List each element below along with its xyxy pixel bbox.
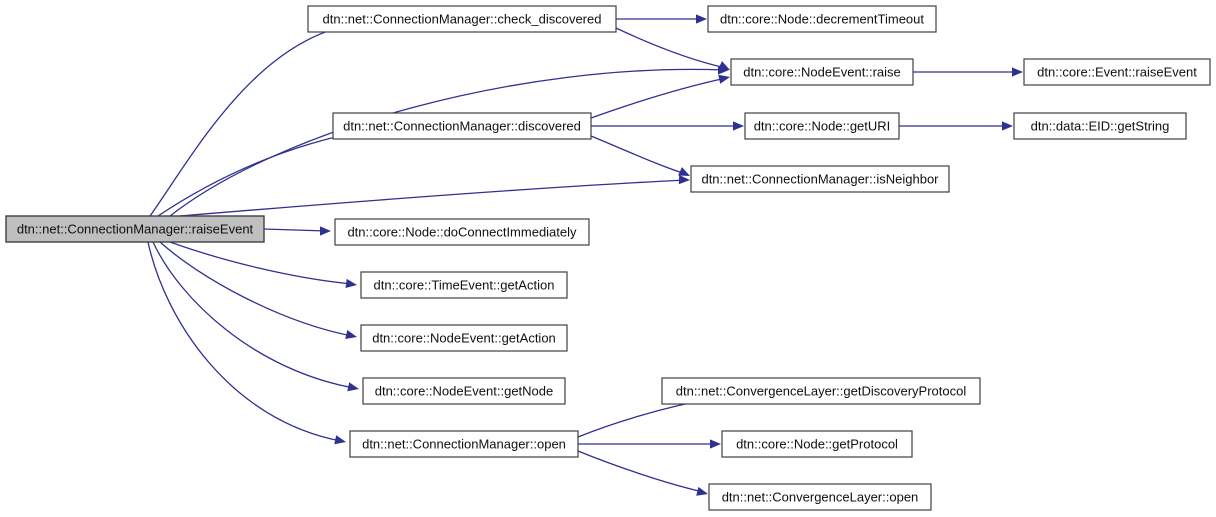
edge-open-to-clOpen — [577, 450, 708, 496]
arrowhead-icon — [345, 278, 357, 289]
node-getURI[interactable]: dtn::core::Node::getURI — [744, 112, 900, 140]
arrowhead-icon — [1002, 121, 1013, 131]
node-nodeEventGetNode[interactable]: dtn::core::NodeEvent::getNode — [362, 377, 566, 405]
node-box-eventRaiseEvent[interactable] — [1023, 58, 1211, 86]
arrowhead-icon — [718, 61, 730, 70]
node-doConnectImmediately[interactable]: dtn::core::Node::doConnectImmediately — [334, 218, 590, 246]
node-eventRaiseEvent[interactable]: dtn::core::Event::raiseEvent — [1023, 58, 1211, 86]
arrowhead-icon — [718, 74, 730, 84]
arrowhead-icon — [696, 14, 707, 24]
arrowhead-icon — [678, 175, 690, 185]
node-box-nodeEventGetAction[interactable] — [360, 324, 568, 352]
edge-raiseEvent-to-nodeEventGetAction — [159, 241, 357, 340]
edge-discovered-to-getURI — [591, 121, 744, 131]
edge-raiseEvent-to-doConnectImmediately — [263, 226, 331, 236]
node-timeEventGetAction[interactable]: dtn::core::TimeEvent::getAction — [360, 271, 568, 299]
arrowhead-icon — [1012, 67, 1023, 77]
node-box-getURI[interactable] — [744, 112, 900, 140]
edge-raiseEvent-to-timeEventGetAction — [169, 241, 357, 289]
arrowhead-icon — [696, 486, 708, 496]
node-box-timeEventGetAction[interactable] — [360, 271, 568, 299]
edge-discovered-to-nodeEventRaise — [590, 74, 730, 119]
node-box-doConnectImmediately[interactable] — [334, 218, 590, 246]
node-box-decrementTimeout[interactable] — [707, 5, 937, 33]
node-check_discovered[interactable]: dtn::net::ConnectionManager::check_disco… — [307, 5, 617, 33]
node-nodeEventGetAction[interactable]: dtn::core::NodeEvent::getAction — [360, 324, 568, 352]
edges-layer — [147, 14, 1023, 496]
node-raiseEvent[interactable]: dtn::net::ConnectionManager::raiseEvent — [5, 215, 265, 243]
node-discovered[interactable]: dtn::net::ConnectionManager::discovered — [332, 112, 592, 140]
node-decrementTimeout[interactable]: dtn::core::Node::decrementTimeout — [707, 5, 937, 33]
node-box-discovered[interactable] — [332, 112, 592, 140]
edge-open-to-getProtocol — [578, 439, 721, 449]
node-box-raiseEvent[interactable] — [5, 215, 265, 243]
edge-getURI-to-getString — [899, 121, 1013, 131]
edge-raiseEvent-to-isNeighbor — [179, 175, 690, 217]
edge-raiseEvent-to-nodeEventRaise — [169, 65, 729, 217]
edge-raiseEvent-to-check_discovered — [149, 16, 348, 217]
node-getDiscoveryProtocol[interactable]: dtn::net::ConvergenceLayer::getDiscovery… — [661, 377, 981, 405]
edge-raiseEvent-to-open — [147, 241, 346, 445]
edge-raiseEvent-to-nodeEventGetNode — [152, 241, 359, 392]
edge-check_discovered-to-decrementTimeout — [616, 14, 707, 24]
node-box-clOpen[interactable] — [708, 483, 932, 511]
node-getString[interactable]: dtn::data::EID::getString — [1013, 112, 1187, 140]
node-box-check_discovered[interactable] — [307, 5, 617, 33]
edge-nodeEventRaise-to-eventRaiseEvent — [913, 67, 1023, 77]
arrowhead-icon — [334, 435, 346, 445]
node-box-getDiscoveryProtocol[interactable] — [661, 377, 981, 405]
node-box-getProtocol[interactable] — [721, 430, 913, 458]
node-nodeEventRaise[interactable]: dtn::core::NodeEvent::raise — [730, 58, 914, 86]
node-box-nodeEventRaise[interactable] — [730, 58, 914, 86]
node-box-open[interactable] — [349, 430, 579, 458]
node-isNeighbor[interactable]: dtn::net::ConnectionManager::isNeighbor — [690, 165, 950, 193]
arrowhead-icon — [345, 330, 357, 340]
arrowhead-icon — [320, 226, 331, 236]
edge-check_discovered-to-nodeEventRaise — [615, 27, 730, 70]
node-clOpen[interactable]: dtn::net::ConvergenceLayer::open — [708, 483, 932, 511]
arrowhead-icon — [733, 121, 744, 131]
node-box-nodeEventGetNode[interactable] — [362, 377, 566, 405]
node-box-getString[interactable] — [1013, 112, 1187, 140]
arrowhead-icon — [710, 439, 721, 449]
arrowhead-icon — [347, 382, 359, 392]
arrowhead-icon — [678, 167, 690, 176]
node-box-isNeighbor[interactable] — [690, 165, 950, 193]
edge-discovered-to-isNeighbor — [590, 135, 690, 176]
nodes-layer: dtn::net::ConnectionManager::raiseEventd… — [5, 5, 1211, 511]
node-open[interactable]: dtn::net::ConnectionManager::open — [349, 430, 579, 458]
node-getProtocol[interactable]: dtn::core::Node::getProtocol — [721, 430, 913, 458]
